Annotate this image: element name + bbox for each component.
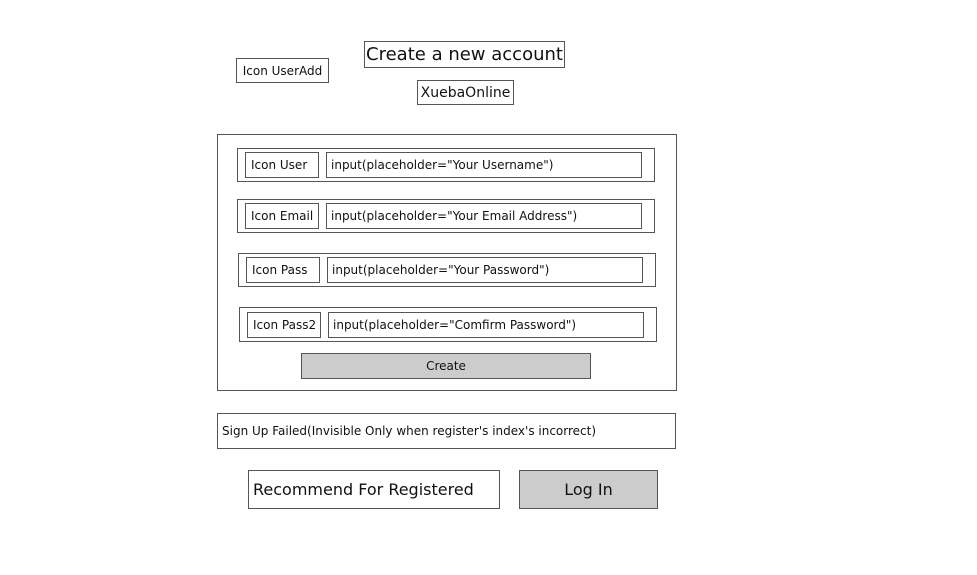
create-button-label: Create	[426, 359, 466, 373]
app-name: XuebaOnline	[417, 80, 514, 105]
app-name-text: XuebaOnline	[420, 84, 511, 101]
recommend-registered-link[interactable]: Recommend For Registered	[248, 470, 500, 509]
confirm-password-icon: Icon Pass2	[247, 312, 321, 338]
confirm-password-input[interactable]: input(placeholder="Comfirm Password")	[328, 312, 644, 338]
password-input-text: input(placeholder="Your Password")	[332, 263, 550, 277]
useradd-icon-label: Icon UserAdd	[242, 63, 323, 78]
email-icon: Icon Email	[245, 203, 319, 229]
useradd-icon: Icon UserAdd	[236, 58, 329, 83]
password-input[interactable]: input(placeholder="Your Password")	[327, 257, 643, 283]
signup-failed-text: Sign Up Failed(Invisible Only when regis…	[222, 424, 597, 438]
username-input[interactable]: input(placeholder="Your Username")	[326, 152, 642, 178]
email-icon-label: Icon Email	[251, 209, 314, 223]
recommend-registered-label: Recommend For Registered	[253, 480, 474, 499]
confirm-password-icon-label: Icon Pass2	[253, 318, 317, 332]
login-button-label: Log In	[564, 480, 613, 499]
confirm-password-input-text: input(placeholder="Comfirm Password")	[333, 318, 577, 332]
email-input[interactable]: input(placeholder="Your Email Address")	[326, 203, 642, 229]
user-icon: Icon User	[245, 152, 319, 178]
page-title-text: Create a new account	[366, 44, 563, 65]
email-input-text: input(placeholder="Your Email Address")	[331, 209, 578, 223]
create-button[interactable]: Create	[301, 353, 591, 379]
page-title: Create a new account	[364, 41, 565, 68]
login-button[interactable]: Log In	[519, 470, 658, 509]
password-icon-label: Icon Pass	[252, 263, 308, 277]
signup-failed-message: Sign Up Failed(Invisible Only when regis…	[217, 413, 676, 449]
password-icon: Icon Pass	[246, 257, 320, 283]
username-input-text: input(placeholder="Your Username")	[331, 158, 554, 172]
user-icon-label: Icon User	[251, 158, 308, 172]
